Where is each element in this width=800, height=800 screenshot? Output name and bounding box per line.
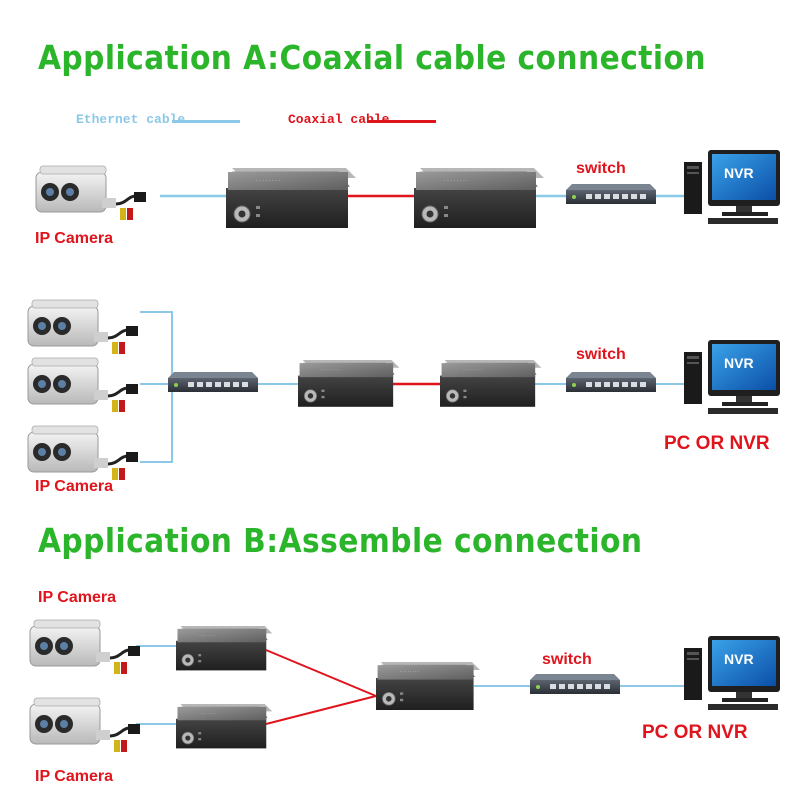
heading-application-b: Application B:Assemble connection — [38, 521, 643, 560]
pc-nvr-a2 — [684, 340, 780, 414]
nvr-screen-label-a2: NVR — [724, 355, 754, 371]
converter-a2-left — [297, 359, 400, 408]
ip-camera-label-b2: IP Camera — [35, 768, 113, 785]
converter-a2-right — [439, 359, 542, 408]
switch-a2-left — [168, 372, 258, 392]
ip-camera-a2-2 — [26, 356, 140, 414]
ip-camera-a2-1 — [26, 298, 140, 356]
converter-b-bottom — [175, 703, 273, 749]
ip-camera-a1 — [34, 164, 148, 222]
switch-a1 — [566, 184, 656, 204]
pc-nvr-b — [684, 636, 780, 710]
converter-b-center — [375, 661, 481, 711]
converter-a1-right — [413, 167, 545, 229]
pc-or-nvr-label-a2: PC OR NVR — [664, 433, 770, 454]
heading-application-a: Application A:Coaxial cable connection — [38, 38, 706, 77]
ip-camera-label-a1: IP Camera — [35, 230, 113, 247]
legend-ethernet-label: Ethernet cable — [76, 112, 186, 127]
legend-coaxial-line — [368, 120, 436, 123]
pc-or-nvr-label-b: PC OR NVR — [642, 722, 748, 743]
ip-camera-a2-3 — [26, 424, 140, 482]
switch-label-b: switch — [542, 651, 592, 668]
switch-a2-right — [566, 372, 656, 392]
pc-nvr-a1 — [684, 150, 780, 224]
nvr-screen-label-a1: NVR — [724, 165, 754, 181]
converter-b-top — [175, 625, 273, 671]
ip-camera-label-b1: IP Camera — [38, 589, 116, 606]
converter-a1-left — [225, 167, 357, 229]
ip-camera-label-a2: IP Camera — [35, 478, 113, 495]
legend-ethernet-line — [172, 120, 240, 123]
ip-camera-b2 — [28, 696, 142, 754]
switch-label-a1: switch — [576, 160, 626, 177]
switch-label-a2: switch — [576, 346, 626, 363]
legend-coaxial-label: Coaxial cable — [288, 112, 390, 127]
ip-camera-b1 — [28, 618, 142, 676]
nvr-screen-label-b: NVR — [724, 651, 754, 667]
switch-b — [530, 674, 620, 694]
